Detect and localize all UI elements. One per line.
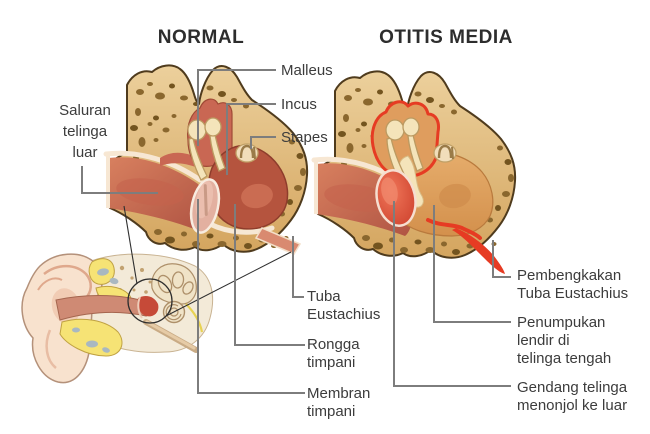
label-malleus: Malleus	[281, 62, 333, 79]
label-gendang-telinga: Gendang telinga menonjol ke luar	[517, 379, 628, 414]
inflamed-eustachian-tube	[452, 228, 505, 274]
inset-middle-ear	[137, 296, 159, 317]
line-penumpukan	[433, 205, 511, 323]
label-stapes: Stapes	[281, 129, 328, 146]
line-stapes	[250, 136, 276, 149]
label-membran-timpani: Membran timpani	[307, 385, 371, 420]
magnifier-circle	[127, 278, 173, 324]
line-incus	[226, 103, 276, 175]
label-incus: Incus	[281, 96, 317, 113]
label-saluran-telinga-luar: Saluran telinga luar	[59, 102, 111, 161]
label-tuba-eustachius: Tuba Eustachius	[307, 288, 381, 323]
line-tuba-eustachius	[292, 236, 304, 298]
ear-overview-inset	[21, 253, 214, 384]
label-connector-lines	[81, 69, 511, 394]
gland-spots	[72, 268, 119, 353]
magnifier-connector-line-left	[123, 205, 138, 285]
line-gendang	[393, 201, 511, 387]
label-penumpukan-lendir: Penumpukan lendir di telinga tengah	[517, 314, 612, 367]
attic-tissue	[160, 152, 198, 168]
inflamed-lining	[426, 218, 482, 240]
magnifier-connector-line-right	[165, 251, 292, 317]
magnifier	[123, 205, 292, 324]
line-saluran-telinga-luar	[81, 166, 158, 194]
otitis-media-ear-diagram	[314, 71, 515, 274]
line-membran-timpani	[197, 199, 305, 394]
normal-ear-diagram	[106, 65, 307, 255]
line-rongga-timpani	[234, 204, 305, 346]
label-pembengkakan-tuba-eustachius: Pembengkakan Tuba Eustachius	[517, 267, 629, 302]
line-pembengkakan	[492, 240, 511, 278]
line-malleus	[197, 69, 276, 146]
label-rongga-timpani: Rongga timpani	[307, 336, 360, 371]
title-otitis-media: OTITIS MEDIA	[379, 27, 513, 48]
bulging-eardrum	[375, 169, 417, 227]
title-normal: NORMAL	[157, 27, 245, 48]
